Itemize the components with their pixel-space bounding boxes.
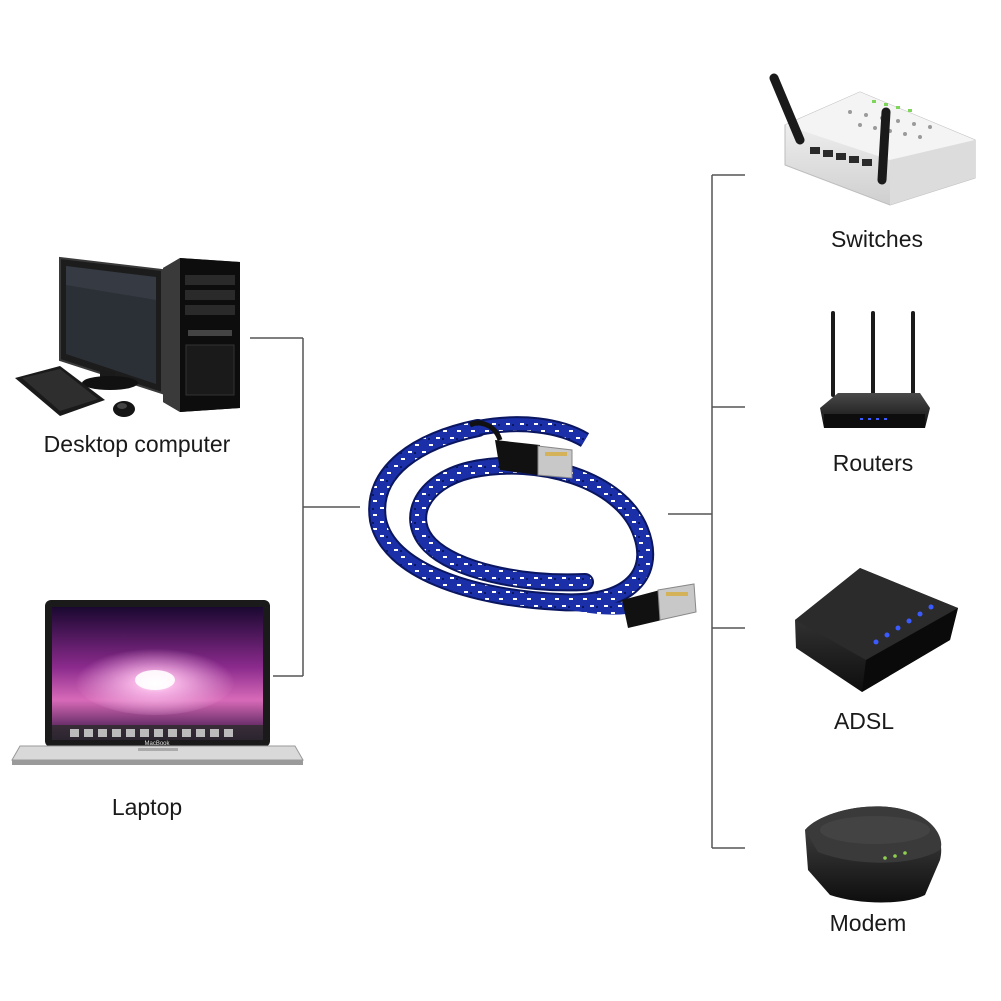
modem-icon [805,806,942,903]
laptop-brand-text: MacBook [144,741,170,747]
modem-label: Modem [830,910,907,936]
rj45-connector-bottom [622,583,697,628]
ethernet-cable-icon [368,416,697,628]
laptop-label: Laptop [112,794,182,820]
switches-label: Switches [831,226,923,252]
laptop-icon [11,600,304,765]
adsl-label: ADSL [834,708,894,734]
desktop-computer-icon [15,256,240,417]
adsl-icon [795,568,958,692]
desktop-computer-label: Desktop computer [44,431,231,457]
routers-label: Routers [833,450,914,476]
rj45-connector-top [468,420,573,479]
left-connector-lines [250,337,360,677]
router-icon [820,311,930,428]
switch-icon [769,73,976,206]
right-connector-lines [668,174,745,849]
